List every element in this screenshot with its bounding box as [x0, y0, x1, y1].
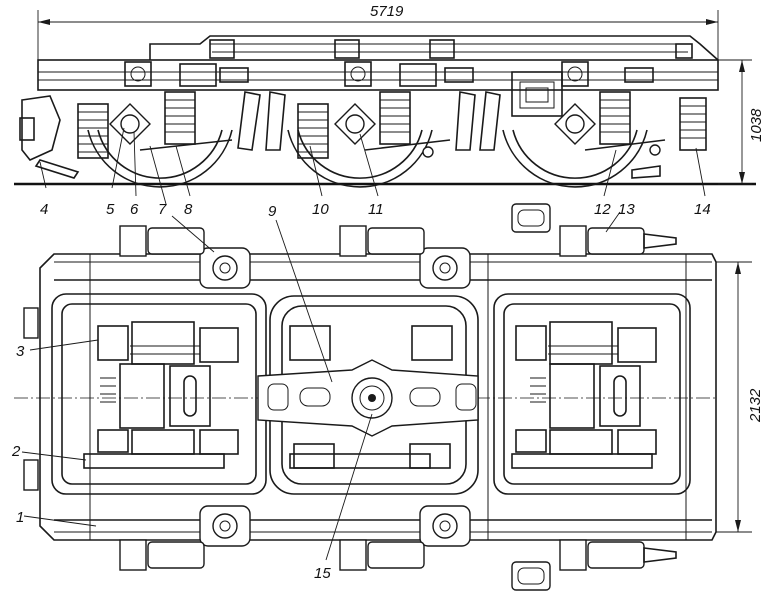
- callout-3: 3: [16, 343, 25, 360]
- wheel-1: [87, 129, 233, 188]
- side-frame: [37, 59, 719, 91]
- brake-cylinders: [119, 225, 677, 571]
- length-dimension: 5719: [37, 3, 719, 60]
- wheel-2: [287, 129, 433, 188]
- callout-13: 13: [618, 201, 635, 218]
- length-dimension-label: 5719: [370, 3, 404, 20]
- side-elevation: [14, 35, 756, 188]
- width-dimension: 2132: [716, 261, 764, 533]
- center-box: [511, 71, 563, 117]
- axle-boxes: [109, 103, 596, 145]
- callout-10: 10: [312, 201, 329, 218]
- plan-view: [14, 203, 717, 591]
- callout-2: 2: [11, 443, 21, 460]
- callout-8: 8: [184, 201, 193, 218]
- callout-12: 12: [594, 201, 611, 218]
- callout-11: 11: [368, 201, 384, 218]
- bogie-frame: [39, 253, 717, 541]
- plan-axle-boxes: [199, 247, 471, 547]
- springs: [77, 91, 707, 159]
- callout-14: 14: [694, 201, 711, 218]
- width-dimension-label: 2132: [747, 388, 764, 423]
- callout-4: 4: [40, 201, 48, 218]
- callout-6: 6: [130, 201, 139, 218]
- callout-15: 15: [314, 565, 331, 582]
- brake-beam: [83, 453, 225, 469]
- callout-7: 7: [158, 201, 167, 218]
- callout-1: 1: [16, 509, 24, 526]
- height-dimension: 1038: [718, 59, 765, 185]
- end-bracket: [21, 95, 61, 161]
- height-dimension-label: 1038: [748, 108, 765, 142]
- callout-9: 9: [268, 203, 277, 220]
- callout-5: 5: [106, 201, 115, 218]
- callouts: 1 2 3 4 5 6 7 8 9 10 11 12 13 14 15: [11, 127, 711, 582]
- wheel-3: [502, 129, 648, 188]
